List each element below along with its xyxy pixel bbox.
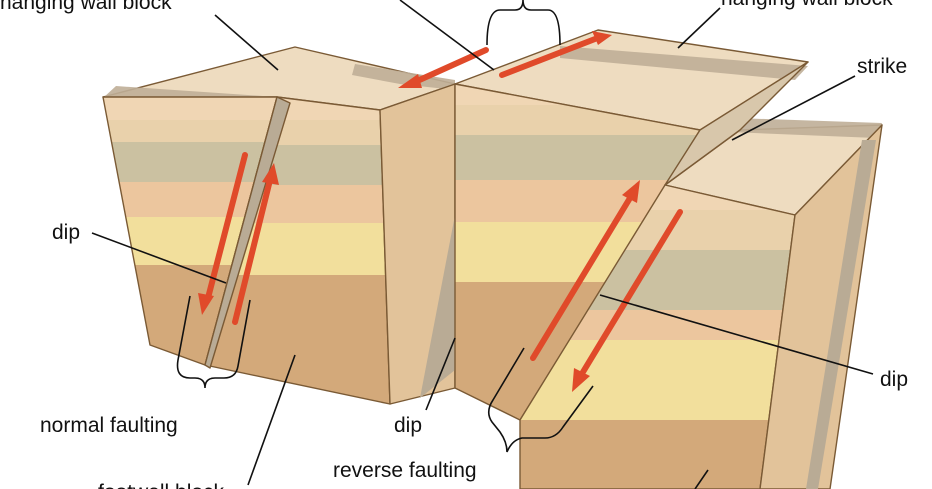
- label-footwall-block: footwall block: [98, 481, 225, 489]
- arrow-head-up-right: [622, 180, 640, 203]
- left-block: [102, 46, 456, 405]
- reverse-faulting-brace: [487, 347, 594, 453]
- label-hanging-wall-left: hanging wall block: [0, 0, 172, 14]
- left-fault-plane: [204, 96, 291, 369]
- arrow-head-down-left: [198, 293, 214, 315]
- label-reverse-faulting: reverse faulting: [333, 459, 477, 482]
- label-hanging-wall-right: hanging wall block: [721, 0, 893, 10]
- label-dip-center: dip: [394, 414, 422, 437]
- label-normal-faulting: normal faulting: [40, 414, 178, 437]
- left-side-fault-sliver: [420, 215, 455, 398]
- arrow-head-up-left: [262, 163, 279, 185]
- normal-faulting-brace: [176, 295, 251, 389]
- right-marker-band: [560, 46, 808, 80]
- leaders: [91, 0, 874, 489]
- arrow-head-strike-left: [398, 74, 422, 88]
- motion-arrows: [198, 31, 683, 392]
- right-side-fault-sliver: [806, 140, 876, 489]
- label-dip-left: dip: [52, 221, 80, 244]
- left-marker-band-b: [352, 64, 455, 90]
- right-footwall-band: [730, 118, 882, 138]
- arrow-head-down-right: [572, 368, 590, 392]
- labels: hanging wall block hanging wall block st…: [0, 0, 908, 489]
- right-block: [454, 29, 883, 489]
- strike-brace: [486, 0, 561, 46]
- right-fault-plane: [664, 61, 809, 186]
- arrow-head-strike-right: [592, 31, 612, 45]
- label-dip-right: dip: [880, 368, 908, 391]
- label-strike: strike: [857, 55, 907, 78]
